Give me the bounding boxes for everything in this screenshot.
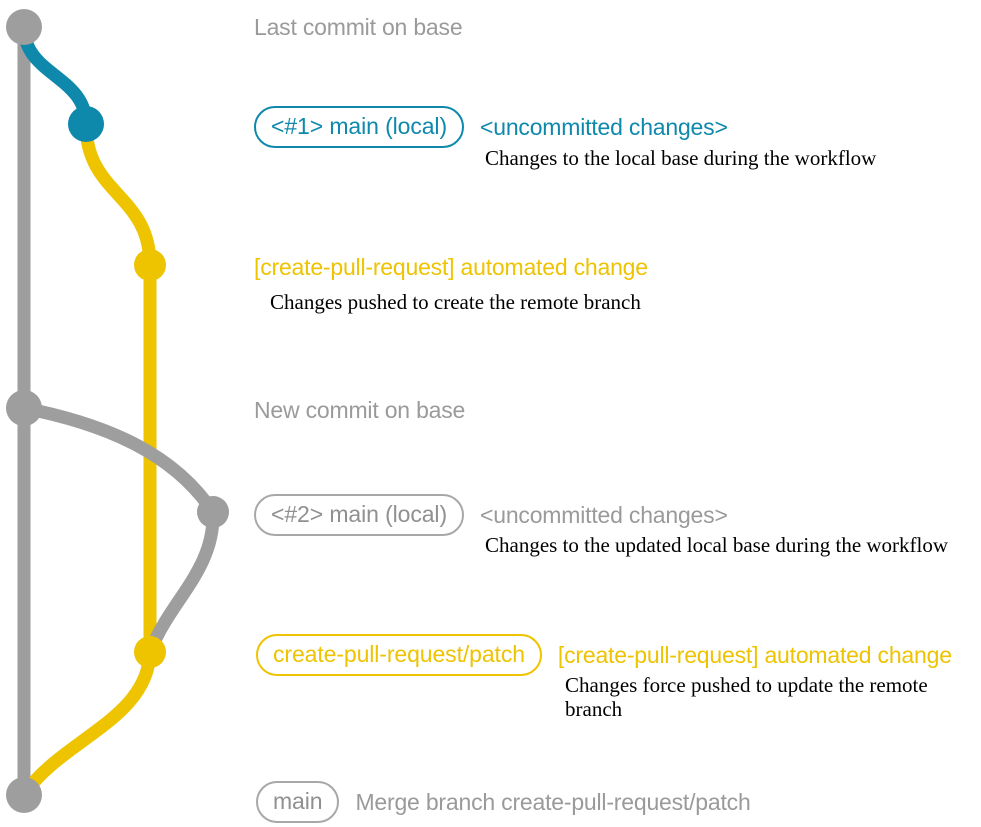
- ref-badge-patch[interactable]: create-pull-request/patch: [256, 634, 542, 676]
- row-description-local-uncommitted-2: Changes to the updated local base during…: [485, 533, 949, 557]
- row-label-local-uncommitted-1: <uncommitted changes>: [480, 114, 728, 140]
- row-local-uncommitted-2: <#2> main (local) <uncommitted changes>: [254, 494, 728, 536]
- patch-merge-edge: [17, 645, 157, 802]
- commit-node-local-1[interactable]: [68, 106, 104, 142]
- commit-node-base-new[interactable]: [6, 390, 42, 426]
- row-label-last-commit-on-base: Last commit on base: [254, 14, 463, 40]
- row-description-automated-change-2: Changes force pushed to update the remot…: [565, 673, 928, 721]
- commit-node-base-head[interactable]: [6, 9, 42, 45]
- ref-badge-local-1[interactable]: <#1> main (local): [254, 106, 464, 148]
- row-label-automated-change-2: [create-pull-request] automated change: [557, 642, 952, 668]
- row-label-new-commit-on-base: New commit on base: [254, 397, 466, 423]
- row-description-local-uncommitted-1: Changes to the local base during the wor…: [485, 146, 877, 170]
- commit-node-local-2[interactable]: [197, 496, 229, 528]
- row-label-automated-change-1: [create-pull-request] automated change: [254, 254, 648, 280]
- row-label-merge-commit: Merge branch create-pull-request/patch: [355, 789, 751, 815]
- row-description-automated-change-1: Changes pushed to create the remote bran…: [270, 290, 641, 314]
- updated-local-branch-edge: [17, 401, 220, 519]
- row-label-local-uncommitted-2: <uncommitted changes>: [480, 502, 728, 528]
- updated-local-to-patch-edge: [143, 505, 220, 659]
- row-local-uncommitted-1: <#1> main (local) <uncommitted changes>: [254, 106, 728, 148]
- commit-node-patch-2[interactable]: [134, 636, 166, 668]
- commit-node-patch-1[interactable]: [134, 249, 166, 281]
- ref-badge-local-2[interactable]: <#2> main (local): [254, 494, 464, 536]
- commit-node-base-merge[interactable]: [6, 777, 42, 813]
- row-automated-change-2: create-pull-request/patch [create-pull-r…: [256, 634, 952, 676]
- ref-badge-main[interactable]: main: [256, 781, 340, 823]
- row-merge-commit: main Merge branch create-pull-request/pa…: [256, 781, 751, 823]
- patch-create-edge: [79, 117, 157, 272]
